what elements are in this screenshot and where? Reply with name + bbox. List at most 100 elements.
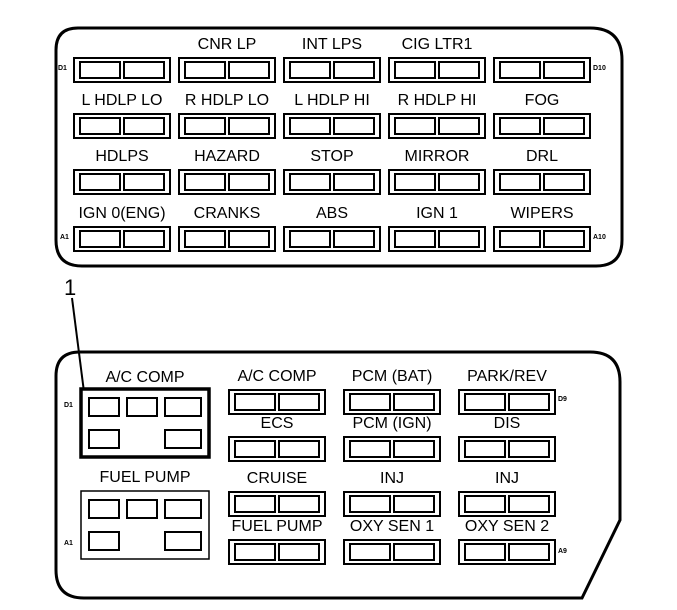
bottom-fuse-r1-c2-terminal-left [349,393,391,411]
top-fuse-r2-c5-terminal-left [499,117,541,135]
top-fuse-r4-c3-terminal-right [333,230,375,248]
relay-ac-comp-pin-3 [164,397,202,417]
bottom-fuse-r3-c2-terminal-left [349,495,391,513]
top-fuse-label-r2-c1: L HDLP LO [81,92,163,109]
relay-fuel-pump [80,490,210,560]
top-fuse-r1-c5-terminal-left [499,61,541,79]
bottom-fuse-r2-c1-terminal-left [234,440,276,458]
top-fuse-label-r2-c3: L HDLP HI [294,92,370,109]
top-fuse-r2-c1-terminal-left [79,117,121,135]
bottom-fuse-r1-c1-terminal-left [234,393,276,411]
relay-fuel-pump-pin-2 [126,499,158,519]
bottom-fuse-r4-c3-terminal-left [464,543,506,561]
top-fuse-panel-outline [54,26,624,268]
top-corner-label-d1: D1 [58,65,67,72]
relay-fuel-pump-pin-1 [88,499,120,519]
top-fuse-r3-c3-terminal-left [289,173,331,191]
top-fuse-r1-c3-terminal-left [289,61,331,79]
bottom-fuse-label-r1-c3: PARK/REV [467,368,547,385]
bottom-fuse-r2-c2-terminal-left [349,440,391,458]
relay-label-fuel-pump: FUEL PUMP [99,469,191,486]
top-fuse-r1-c1-terminal-right [123,61,165,79]
bottom-fuse-r4-c2 [343,539,441,565]
top-fuse-r2-c5-terminal-right [543,117,585,135]
top-fuse-r1-c4 [388,57,486,83]
relay-ac-comp [79,387,211,459]
bottom-fuse-r2-c1-terminal-right [278,440,320,458]
top-fuse-label-r4-c1: IGN 0(ENG) [78,205,166,222]
bottom-fuse-r1-c2 [343,389,441,415]
top-corner-label-d10: D10 [593,65,606,72]
top-fuse-r4-c4-terminal-left [394,230,436,248]
bottom-fuse-r3-c1-terminal-right [278,495,320,513]
bottom-fuse-label-r2-c1: ECS [260,415,294,432]
top-fuse-r4-c4 [388,226,486,252]
bottom-fuse-r4-c3-terminal-right [508,543,550,561]
top-fuse-label-r4-c2: CRANKS [193,205,261,222]
bottom-fuse-r3-c3 [458,491,556,517]
top-fuse-r1-c5-terminal-right [543,61,585,79]
top-fuse-r2-c1-terminal-right [123,117,165,135]
relay-fuel-pump-pin-3 [164,499,202,519]
bottom-corner-label-d9: D9 [558,396,567,403]
bottom-fuse-r4-c1-terminal-right [278,543,320,561]
bottom-fuse-label-r3-c1: CRUISE [246,470,308,487]
relay-corner-label-d1: D1 [64,402,73,409]
relay-ac-comp-pin-5 [164,429,202,449]
top-fuse-r3-c5-terminal-right [543,173,585,191]
relay-label-ac-comp: A/C COMP [105,369,185,386]
bottom-fuse-r4-c1-terminal-left [234,543,276,561]
top-fuse-label-r3-c3: STOP [310,148,354,165]
relay-fuel-pump-pin-5 [164,531,202,551]
top-fuse-r2-c4 [388,113,486,139]
top-fuse-r4-c3-terminal-left [289,230,331,248]
top-fuse-r4-c1 [73,226,171,252]
top-fuse-r3-c4-terminal-right [438,173,480,191]
bottom-fuse-r2-c1 [228,436,326,462]
top-fuse-r2-c4-terminal-right [438,117,480,135]
top-fuse-r1-c4-terminal-left [394,61,436,79]
bottom-fuse-r1-c3-terminal-left [464,393,506,411]
top-fuse-r1-c1-terminal-left [79,61,121,79]
top-fuse-r1-c2-terminal-right [228,61,270,79]
top-fuse-label-r4-c3: ABS [315,205,349,222]
bottom-fuse-r2-c3 [458,436,556,462]
top-fuse-r3-c1-terminal-right [123,173,165,191]
top-fuse-r1-c5 [493,57,591,83]
top-fuse-label-r1-c4: CIG LTR1 [401,36,473,53]
relay-ac-comp-pin-1 [88,397,120,417]
top-fuse-r2-c2-terminal-left [184,117,226,135]
bottom-fuse-r1-c1-terminal-right [278,393,320,411]
top-fuse-label-r2-c2: R HDLP LO [184,92,270,109]
top-fuse-label-r2-c4: R HDLP HI [397,92,477,109]
bottom-fuse-r3-c1 [228,491,326,517]
bottom-fuse-r1-c3-terminal-right [508,393,550,411]
bottom-fuse-r1-c3 [458,389,556,415]
top-fuse-r1-c2 [178,57,276,83]
bottom-fuse-label-r3-c3: INJ [495,470,519,487]
top-fuse-r1-c3 [283,57,381,83]
bottom-fuse-label-r3-c2: INJ [380,470,404,487]
bottom-fuse-r3-c2-terminal-right [393,495,435,513]
bottom-fuse-r2-c3-terminal-right [508,440,550,458]
bottom-fuse-label-r4-c3: OXY SEN 2 [464,518,550,535]
top-fuse-label-r3-c2: HAZARD [194,148,260,165]
top-fuse-r3-c4 [388,169,486,195]
top-fuse-r2-c3-terminal-right [333,117,375,135]
bottom-fuse-r2-c2-terminal-right [393,440,435,458]
top-fuse-r3-c2 [178,169,276,195]
bottom-fuse-label-r4-c1: FUEL PUMP [231,518,323,535]
top-fuse-label-r3-c5: DRL [525,148,559,165]
top-fuse-r1-c2-terminal-left [184,61,226,79]
top-fuse-label-r1-c3: INT LPS [301,36,363,53]
callout-number: 1 [64,275,77,300]
top-fuse-label-r4-c4: IGN 1 [416,205,458,222]
top-fuse-r3-c3-terminal-right [333,173,375,191]
bottom-fuse-r3-c3-terminal-left [464,495,506,513]
top-fuse-r3-c3 [283,169,381,195]
top-fuse-label-r3-c4: MIRROR [404,148,470,165]
top-corner-label-a10: A10 [593,234,606,241]
bottom-fuse-label-r2-c2: PCM (IGN) [352,415,432,432]
